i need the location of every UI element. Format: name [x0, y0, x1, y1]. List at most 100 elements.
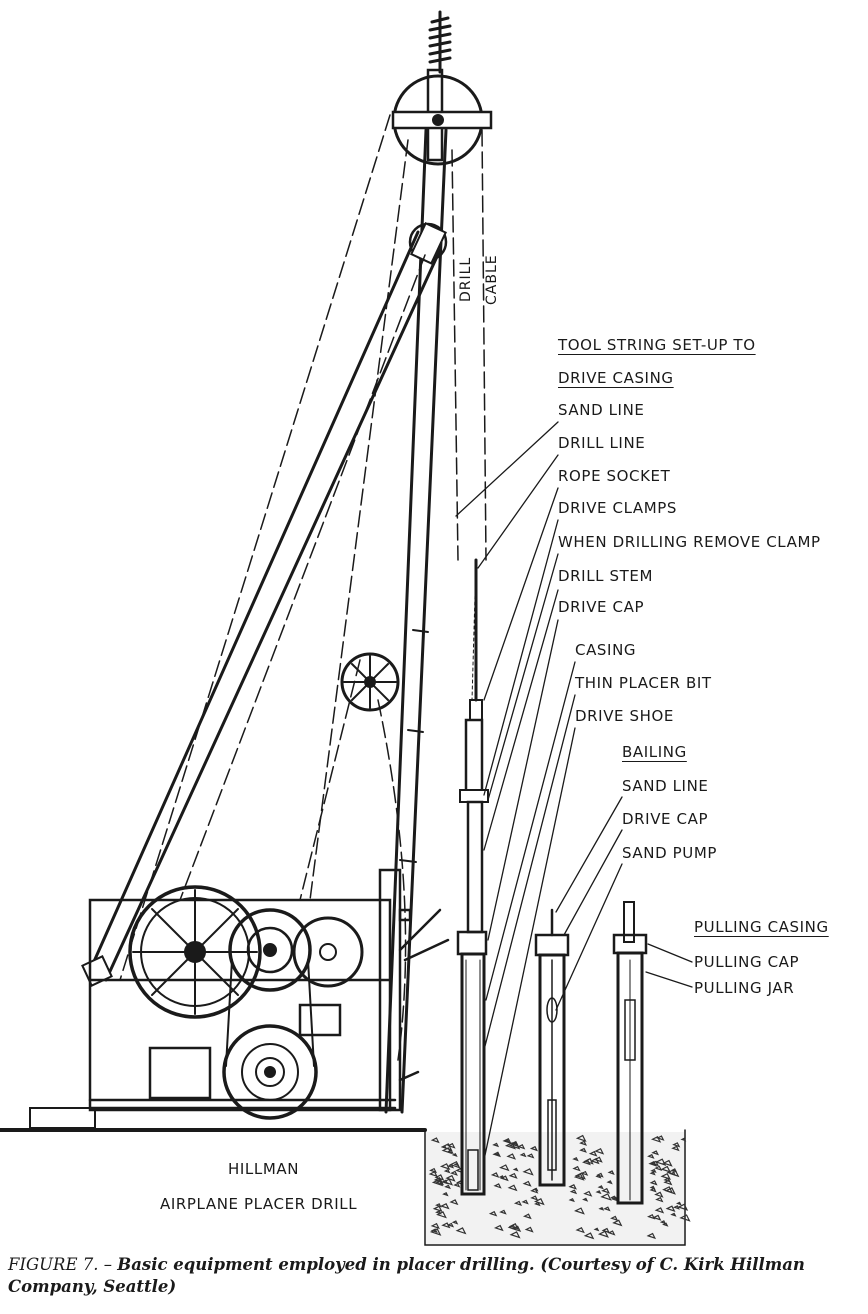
control-levers — [398, 908, 450, 1082]
gravel-stone — [568, 1197, 575, 1203]
gravel-stone — [662, 1159, 673, 1167]
bailing-label-sand-line: SAND LINE — [622, 777, 709, 795]
pulley-wheel — [228, 908, 312, 992]
caption-text: Basic equipment employed in placer drill… — [8, 1255, 805, 1296]
gravel-stone — [654, 1158, 667, 1166]
gravel-stone — [579, 1140, 588, 1146]
label-drive-cap: DRIVE CAP — [558, 598, 645, 616]
gravel-stone — [522, 1168, 534, 1176]
gravel-stone — [652, 1214, 662, 1221]
gravel-stone — [597, 1230, 609, 1238]
gravel-stone — [446, 1142, 456, 1149]
gravel-stone — [583, 1232, 595, 1240]
gravel-stone — [610, 1215, 619, 1222]
cable-label: CABLE — [484, 254, 500, 305]
gravel-stone — [492, 1142, 500, 1148]
gravel-stone — [435, 1210, 442, 1215]
gravel-stone — [593, 1156, 603, 1163]
label-drive-clamps: DRIVE CLAMPS — [558, 499, 678, 517]
gravel-stone — [428, 1171, 438, 1178]
gravel-stone — [575, 1134, 587, 1143]
gravel-stone — [649, 1185, 656, 1190]
gravel-stone — [568, 1183, 577, 1190]
gravel-stone — [504, 1142, 517, 1150]
gravel-stone — [603, 1206, 611, 1212]
gravel-stone — [596, 1172, 604, 1178]
gravel-stone — [606, 1180, 613, 1185]
label-drive-shoe: DRIVE SHOE — [575, 707, 674, 725]
tool-string-header-2: DRIVE CASING — [558, 369, 674, 387]
gravel-stone — [453, 1162, 460, 1167]
gravel-stone — [447, 1163, 455, 1169]
gravel-stone — [671, 1145, 680, 1152]
gravel-stone — [662, 1222, 669, 1227]
gravel-stone — [441, 1179, 449, 1185]
gravel-stone — [430, 1137, 440, 1144]
gravel-stone — [507, 1184, 518, 1192]
gravel-stone — [430, 1228, 438, 1234]
gravel-stone — [429, 1167, 438, 1174]
bailing-sand-pump — [534, 908, 570, 1187]
gravel-stone — [434, 1174, 445, 1181]
gravel-stone — [499, 1164, 510, 1172]
drill-label: DRILL — [458, 256, 474, 302]
gravel-stone — [654, 1207, 665, 1214]
gravel-stone — [533, 1201, 541, 1207]
gravel-stone — [517, 1144, 526, 1150]
gravel-stone — [493, 1224, 504, 1232]
gravel-stone — [449, 1199, 459, 1206]
gravel-stone — [654, 1165, 663, 1171]
gravel-texture — [428, 1134, 691, 1240]
gravel-stone — [451, 1220, 459, 1225]
gravel-stone — [429, 1228, 442, 1236]
gravel-stone — [503, 1138, 510, 1143]
engine-wheel — [222, 959, 318, 1120]
gravel-stone — [573, 1173, 585, 1181]
gravel-stone — [660, 1172, 672, 1180]
gravel-stone — [453, 1182, 461, 1188]
sand-sheave — [340, 652, 400, 712]
gravel-stone — [430, 1222, 440, 1230]
rig-name-line1: HILLMAN — [228, 1160, 300, 1178]
rig-name-line2: AIRPLANE PLACER DRILL — [160, 1195, 358, 1213]
gravel-stone — [439, 1163, 451, 1171]
gravel-stone — [651, 1150, 660, 1156]
gravel-stone — [663, 1179, 673, 1186]
gravel-stone — [513, 1200, 523, 1207]
gravel-stone — [509, 1231, 521, 1239]
gravel-stone — [582, 1197, 589, 1202]
gravel-stone — [492, 1151, 502, 1158]
gravel-stone — [654, 1191, 664, 1198]
gravel-stone — [532, 1187, 539, 1192]
gravel-stone — [493, 1183, 502, 1189]
gravel-stone — [490, 1172, 500, 1178]
gravel-stone — [506, 1153, 517, 1160]
pulling-leaders — [645, 943, 693, 988]
crown-sheave — [391, 74, 493, 166]
gravel-stone — [671, 1168, 678, 1173]
gravel-stone — [646, 1232, 657, 1240]
gravel-stone — [580, 1170, 589, 1176]
gravel-stone — [508, 1141, 521, 1150]
gravel-stone — [680, 1137, 687, 1142]
label-thin-placer-bit: THIN PLACER BIT — [575, 674, 712, 692]
gravel-stone — [593, 1227, 600, 1232]
gravel-stone — [594, 1147, 605, 1155]
gravel-stone — [595, 1174, 602, 1179]
gravel-stone — [533, 1198, 545, 1206]
bailing-leaders — [555, 796, 623, 1011]
gravel-stone — [572, 1156, 579, 1162]
pulling-header: PULLING CASING — [694, 918, 829, 936]
mid-sheave — [408, 221, 448, 265]
gravel-stone — [521, 1199, 529, 1205]
label-drill-line: DRILL LINE — [558, 434, 646, 452]
gravel-stone — [649, 1180, 658, 1186]
gravel-stone — [574, 1172, 586, 1180]
gravel-stone — [436, 1211, 447, 1219]
gravel-stone — [507, 1224, 517, 1231]
gravel-stone — [650, 1160, 660, 1167]
figure-caption: FIGURE 7. – Basic equipment employed in … — [8, 1254, 864, 1298]
pulling-label-cap: PULLING CAP — [694, 953, 800, 971]
gravel-stone — [665, 1205, 676, 1213]
